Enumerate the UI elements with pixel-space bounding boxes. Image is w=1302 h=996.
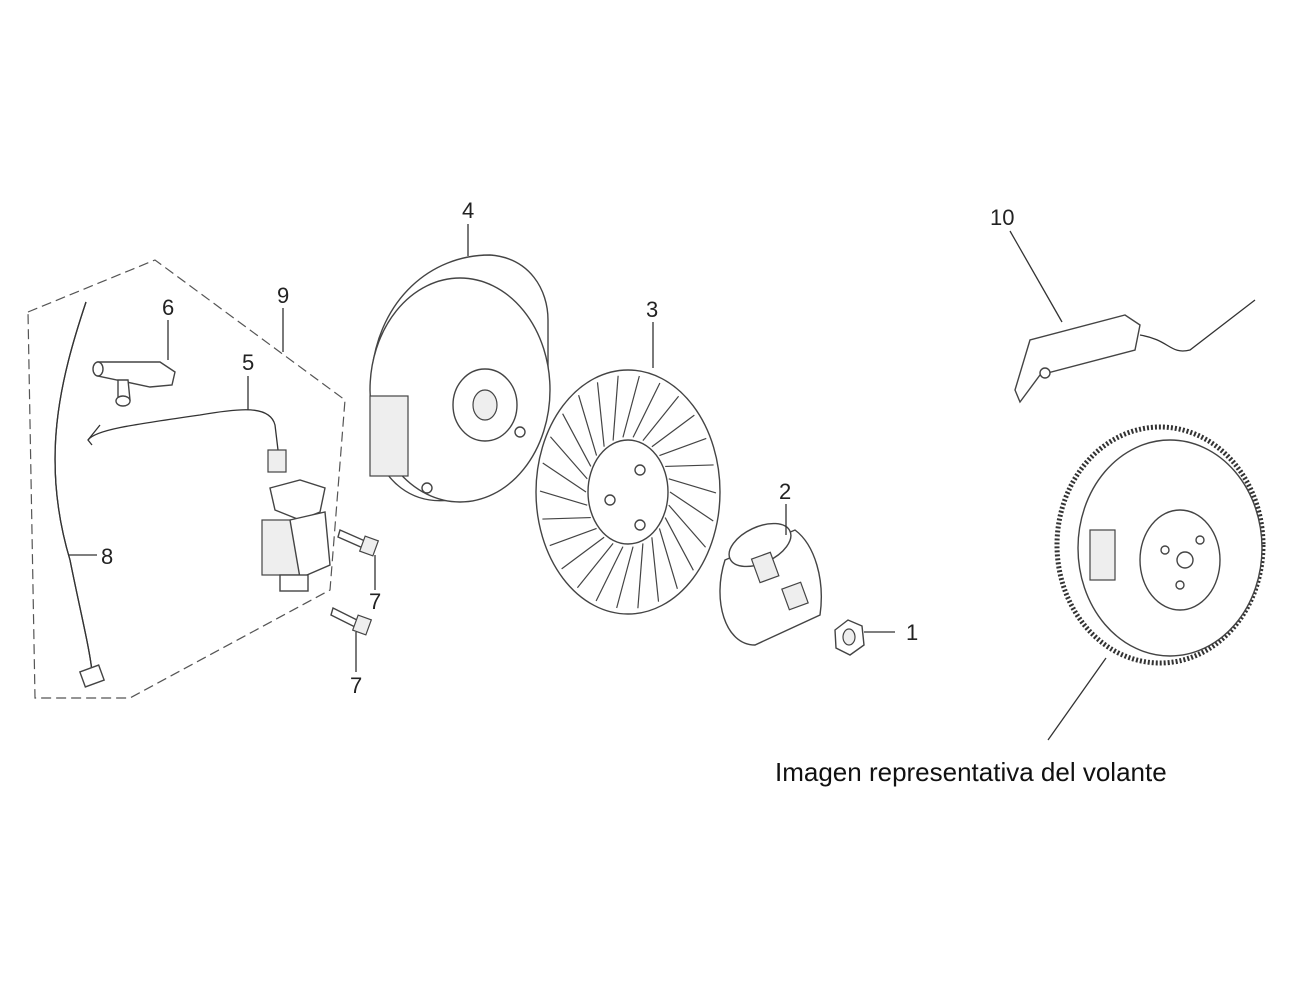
fan-blade: [668, 504, 707, 548]
part-5-ignition-coil: [87, 409, 331, 592]
fan-blade: [642, 395, 680, 441]
flywheel-caption: Imagen representativa del volante: [775, 757, 1167, 787]
callout-3: 3: [646, 297, 658, 322]
callout-6: 6: [162, 295, 174, 320]
flywheel-image: [1054, 424, 1266, 666]
callout-1: 1: [906, 620, 918, 645]
fan-blade: [549, 527, 597, 547]
fan-blade: [637, 543, 644, 609]
fan-blade: [542, 462, 587, 493]
part-6-plug-cap: [92, 361, 176, 407]
part-2-starter-cup: [719, 522, 822, 646]
fan-blade: [669, 491, 714, 522]
fan-blade: [664, 517, 694, 571]
part-8-wire: [54, 301, 106, 688]
fan-blade: [542, 516, 591, 520]
callout-7b: 7: [350, 673, 362, 698]
fan-blade: [561, 536, 605, 570]
callout-4: 4: [462, 198, 474, 223]
fan-blade: [659, 437, 707, 457]
callout-7a: 7: [369, 589, 381, 614]
part-4-flywheel-cover: [369, 254, 551, 503]
callout-9: 9: [277, 283, 289, 308]
fan-blade: [632, 382, 661, 438]
callout-5: 5: [242, 350, 254, 375]
fan-blade: [539, 490, 588, 506]
fan-blade: [562, 413, 592, 467]
fan-blade: [668, 478, 717, 494]
ignition-group-outline: [27, 259, 346, 699]
fan-blade: [578, 394, 598, 456]
fan-blade: [596, 382, 605, 447]
fan-blade: [549, 436, 588, 480]
fan-blade: [576, 543, 614, 589]
part-7-bolts: [330, 529, 380, 636]
callout-2: 2: [779, 479, 791, 504]
part-3-cooling-fan: [535, 369, 721, 615]
fan-blade: [665, 464, 714, 468]
callout-8: 8: [101, 544, 113, 569]
fan-blade: [622, 375, 640, 438]
leader-lines: [68, 224, 1107, 741]
fan-blade: [612, 375, 619, 441]
callout-10: 10: [990, 205, 1014, 230]
fan-blade: [658, 528, 678, 590]
fan-blade: [616, 546, 634, 609]
part-10-ignition-module: [1014, 299, 1256, 404]
part-1-nut: [834, 619, 865, 656]
fan-blade: [651, 537, 660, 602]
fan-blade: [595, 546, 624, 602]
fan-blade: [651, 414, 695, 448]
